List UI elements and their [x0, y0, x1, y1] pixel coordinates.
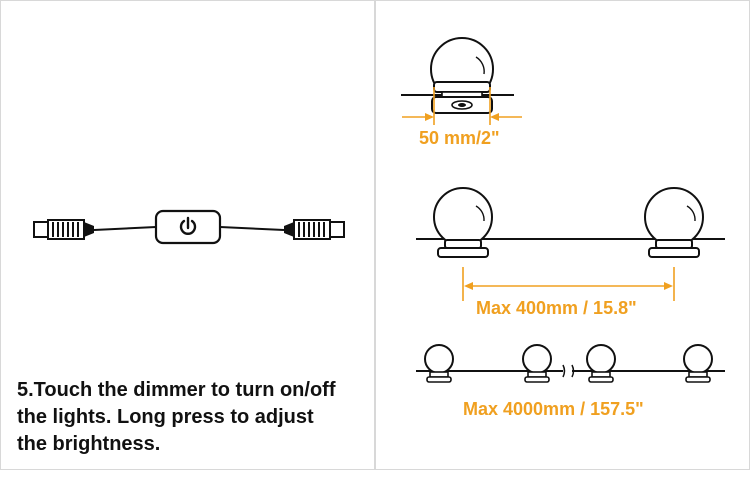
bulb-closeup: [401, 37, 514, 114]
string-bulb-2: [522, 344, 552, 383]
right-connector: [284, 219, 345, 240]
base-width-label: 50 mm/2": [419, 128, 500, 148]
base-width-dimension: [402, 87, 522, 125]
bulb-dimension-diagram: [401, 37, 725, 383]
caption-line-3: the brightness.: [17, 433, 161, 455]
string-bulb-1: [424, 344, 454, 383]
caption-line-2: the lights. Long press to adjust: [17, 406, 314, 428]
bulb-spacing-diagram: [416, 187, 725, 258]
cable-left: [93, 226, 157, 231]
dimmer-cable-diagram: [33, 209, 345, 245]
dimmer-panel: 5.Touch the dimmer to turn on/off the li…: [0, 0, 375, 470]
dimmer-switch[interactable]: [154, 209, 222, 245]
spacing-dimension: [462, 267, 675, 301]
power-icon[interactable]: [179, 216, 197, 235]
bulb-string-diagram: [416, 344, 725, 383]
bulb-spacing-label: Max 400mm / 15.8": [476, 298, 637, 318]
caption-line-1: 5.Touch the dimmer to turn on/off: [17, 379, 336, 401]
left-connector: [33, 219, 94, 240]
total-length-label: Max 4000mm / 157.5": [463, 399, 644, 419]
dimensions-panel: 50 mm/2" Max 400mm / 15.8" Max 4000mm / …: [375, 0, 750, 470]
bulb-left: [433, 187, 493, 258]
cable-right: [219, 226, 285, 231]
string-bulb-4: [683, 344, 713, 383]
bulb-right: [644, 187, 704, 258]
string-bulb-3: [586, 344, 616, 383]
step-caption: 5.Touch the dimmer to turn on/off the li…: [17, 377, 367, 458]
